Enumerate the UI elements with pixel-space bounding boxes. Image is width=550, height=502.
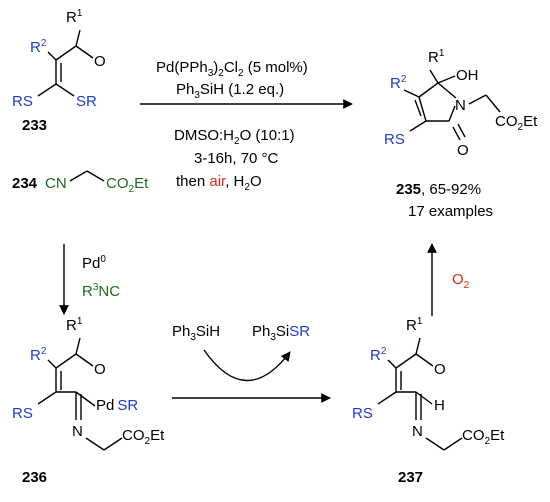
c236-ester-label: CO2Et [122,427,165,447]
c237-nitrogen-label: N [412,423,423,440]
c236-oxygen-label: O [94,361,106,378]
air-highlight: air [209,173,226,190]
c237-number: 237 [398,469,423,486]
c233-oxygen-label: O [94,53,106,70]
c237-r2-label: R2 [370,346,387,364]
silane-text: Ph3SiH (1.2 eq.) [176,81,284,101]
c237-rs-label: RS [352,405,373,422]
c236-r1-label: R1 [66,316,83,334]
c235-number: 235 [396,181,421,198]
c233-sr-right-label: SR [76,93,97,110]
c235-rs-label: RS [384,131,405,148]
c235-examples: 17 examples [408,203,493,220]
compound-236 [37,337,123,451]
c233-number: 233 [22,117,47,134]
time-temp-text: 3-16h, 70 °C [194,150,279,167]
c237-hydrogen-label: H [434,397,445,414]
bottom-reagent-text: Ph3SiH [172,323,220,343]
curved-arrow [203,349,291,382]
c235-hydroxyl-label: OH [456,67,479,84]
c234-isonitrile-label: CN [45,175,67,192]
c236-nitrogen-label: N [72,423,83,440]
c236-r2-label: R2 [30,346,47,364]
c234-number: 234 [12,175,38,192]
isonitrile-reagent-text: R3NC [82,282,120,300]
catalyst-text: Pd(PPh3)2Cl2 (5 mol%) [156,59,308,79]
c235-nitrogen-label: N [455,97,466,114]
bottom-byproduct-text: Ph3SiSR [252,323,310,343]
c234-chain [69,170,105,182]
c235-r2-label: R2 [390,74,407,92]
c235-yield: , 65-92% [421,181,481,198]
workup-text: then air, H2O [176,173,262,193]
c237-oxygen-label: O [434,361,446,378]
c237-ester-label: CO2Et [462,427,505,447]
c236-rs-label: RS [12,405,33,422]
c233-r2-label: R2 [30,38,47,56]
c235-oxygen-label: O [457,142,469,159]
c233-r1-label: R1 [66,8,83,26]
c235-caption: 235, 65-92% [396,181,481,198]
oxygen-reagent-text: O2 [452,271,470,291]
compound-235 [403,69,501,141]
c237-r1-label: R1 [406,316,423,334]
compound-233 [37,29,94,97]
c235-ester-label: CO2Et [495,113,538,133]
c234-ester-label: CO2Et [106,175,149,195]
pd0-text: Pd0 [82,254,106,272]
c233-rs-left-label: RS [12,93,33,110]
solvent-text: DMSO:H2O (10:1) [174,127,295,147]
compound-237 [377,337,463,451]
c235-r1-label: R1 [428,48,445,66]
c236-number: 236 [22,469,47,486]
